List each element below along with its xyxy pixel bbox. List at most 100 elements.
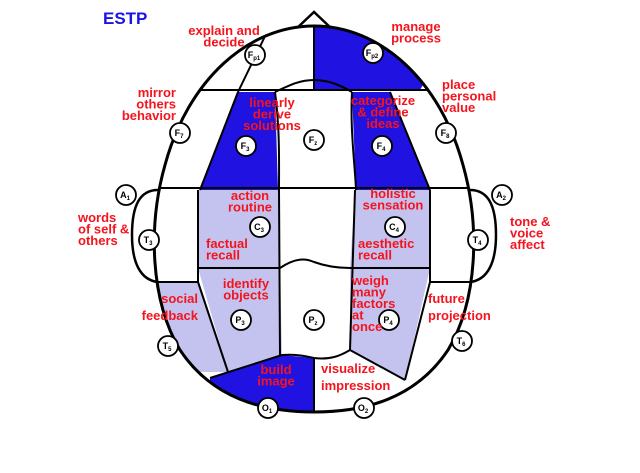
function-label-line: recall xyxy=(206,248,240,263)
function-label-line: holistic xyxy=(370,186,416,201)
grid-line-f3-left xyxy=(199,91,239,191)
function-label-line: tone & xyxy=(510,214,550,229)
electrode-c3: C3 xyxy=(249,216,271,238)
function-label-line: categorize xyxy=(351,93,415,108)
electrode-t6: T6 xyxy=(451,330,473,352)
function-label-line: projection xyxy=(428,308,491,323)
function-label-t5: social feedback xyxy=(142,291,199,323)
electrode-marker xyxy=(257,397,279,419)
electrode-label: C4 xyxy=(389,222,400,234)
function-label-line: explain and xyxy=(188,23,260,38)
function-label-line: many xyxy=(352,285,387,300)
function-label-line: once xyxy=(352,319,382,334)
function-label-line: image xyxy=(257,374,295,389)
electrode-label: A2 xyxy=(496,190,507,202)
electrode-pz: Pz xyxy=(303,309,325,331)
function-label-line: recall xyxy=(358,248,392,263)
electrode-o1: O1 xyxy=(257,397,279,419)
electrode-o2: O2 xyxy=(353,397,375,419)
grid-line-f3-right xyxy=(274,91,281,191)
grid-line-t6-diagonal xyxy=(404,281,431,381)
function-label-line: manage xyxy=(391,19,440,34)
electrode-marker xyxy=(371,135,393,157)
function-label-line: weigh xyxy=(351,273,389,288)
function-label-line: & define xyxy=(357,105,408,120)
function-label-line: identify xyxy=(223,276,270,291)
electrode-label: P3 xyxy=(235,315,245,327)
electrode-marker xyxy=(169,122,191,144)
electrode-marker xyxy=(249,216,271,238)
function-label-line: solutions xyxy=(243,118,301,133)
function-label-line: feedback xyxy=(142,308,199,323)
function-label-line: sensation xyxy=(363,198,424,213)
function-label-line: routine xyxy=(228,200,272,215)
head-outline xyxy=(152,24,476,414)
electrode-label: F7 xyxy=(175,128,185,140)
grid-line-c4-left xyxy=(349,189,356,351)
electrode-p3: P3 xyxy=(230,309,252,331)
function-label-line: others xyxy=(78,233,118,248)
electrode-label: T4 xyxy=(473,235,483,247)
electrode-marker xyxy=(138,229,160,251)
electrode-marker xyxy=(235,135,257,157)
electrode-fz: Fz xyxy=(303,129,325,151)
function-label-line: objects xyxy=(223,288,269,303)
electrode-marker xyxy=(244,44,266,66)
function-label-line: process xyxy=(391,31,441,46)
function-label-line: ideas xyxy=(366,116,399,131)
electrode-marker xyxy=(435,122,457,144)
electrode-label: O2 xyxy=(358,403,369,415)
electrode-marker xyxy=(362,42,384,64)
function-label-line: place xyxy=(442,77,475,92)
function-label-line: at xyxy=(352,308,364,323)
function-label-line: voice xyxy=(510,226,543,241)
electrode-a2: A2 xyxy=(491,184,513,206)
electrode-t4: T4 xyxy=(467,229,489,251)
electrode-marker xyxy=(115,184,137,206)
function-label-line: factual xyxy=(206,236,248,251)
function-label-line: affect xyxy=(510,237,545,252)
electrode-marker xyxy=(378,309,400,331)
electrode-label: A1 xyxy=(120,190,131,202)
function-label-line: of self & xyxy=(78,222,129,237)
electrode-label: T6 xyxy=(457,336,467,348)
grid-line-fz-arch xyxy=(274,78,353,93)
grid-line-f4-right xyxy=(389,91,431,191)
electrode-label: Pz xyxy=(308,315,317,327)
grid-line-central-wave xyxy=(198,258,430,269)
grid-line-c3-right xyxy=(278,189,281,356)
function-label-line: words xyxy=(77,210,116,225)
electrode-label: F8 xyxy=(441,128,451,140)
region-c3 xyxy=(198,190,280,268)
grid-line-f4-left xyxy=(350,91,357,191)
electrode-label: F4 xyxy=(377,141,387,153)
electrode-label: T5 xyxy=(163,341,173,353)
electrode-f7: F7 xyxy=(169,122,191,144)
electrode-f3: F3 xyxy=(235,135,257,157)
electrode-label: T3 xyxy=(144,235,154,247)
function-label-line: personal xyxy=(442,89,496,104)
grid-line-t5-diagonal xyxy=(197,281,229,373)
electrode-marker xyxy=(467,229,489,251)
electrode-p4: P4 xyxy=(378,309,400,331)
function-label-line: derive xyxy=(253,107,291,122)
electrode-c4: C4 xyxy=(384,216,406,238)
electrode-t3: T3 xyxy=(138,229,160,251)
function-label-line: social xyxy=(161,291,198,306)
